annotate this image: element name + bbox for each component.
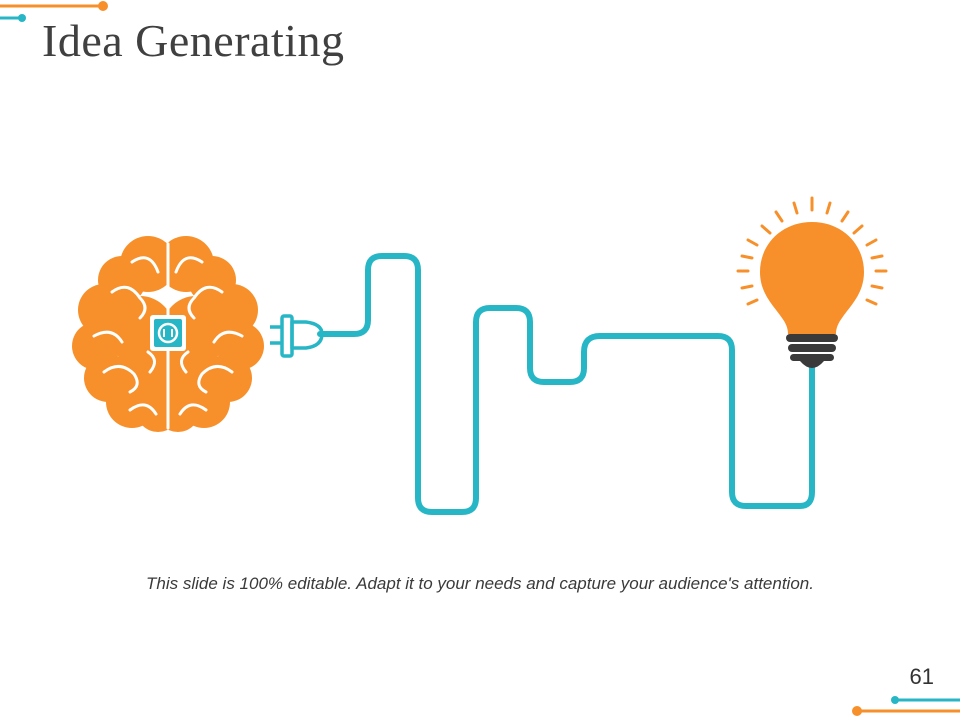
- power-socket-icon: [150, 315, 186, 351]
- page-number: 61: [909, 664, 934, 689]
- light-bulb-icon: [736, 196, 888, 368]
- bulb-base: [786, 334, 838, 368]
- wire-cable: [317, 253, 815, 515]
- brain-icon: [72, 236, 264, 432]
- slide-caption: This slide is 100% editable. Adapt it to…: [146, 574, 814, 593]
- corner-decoration-top-left: [0, 1, 108, 22]
- light-rays: [736, 196, 888, 306]
- slide-title: Idea Generating: [42, 15, 345, 66]
- bulb-glass: [760, 222, 864, 334]
- power-plug-icon: [270, 314, 324, 358]
- corner-decoration-bottom-right: [852, 696, 960, 716]
